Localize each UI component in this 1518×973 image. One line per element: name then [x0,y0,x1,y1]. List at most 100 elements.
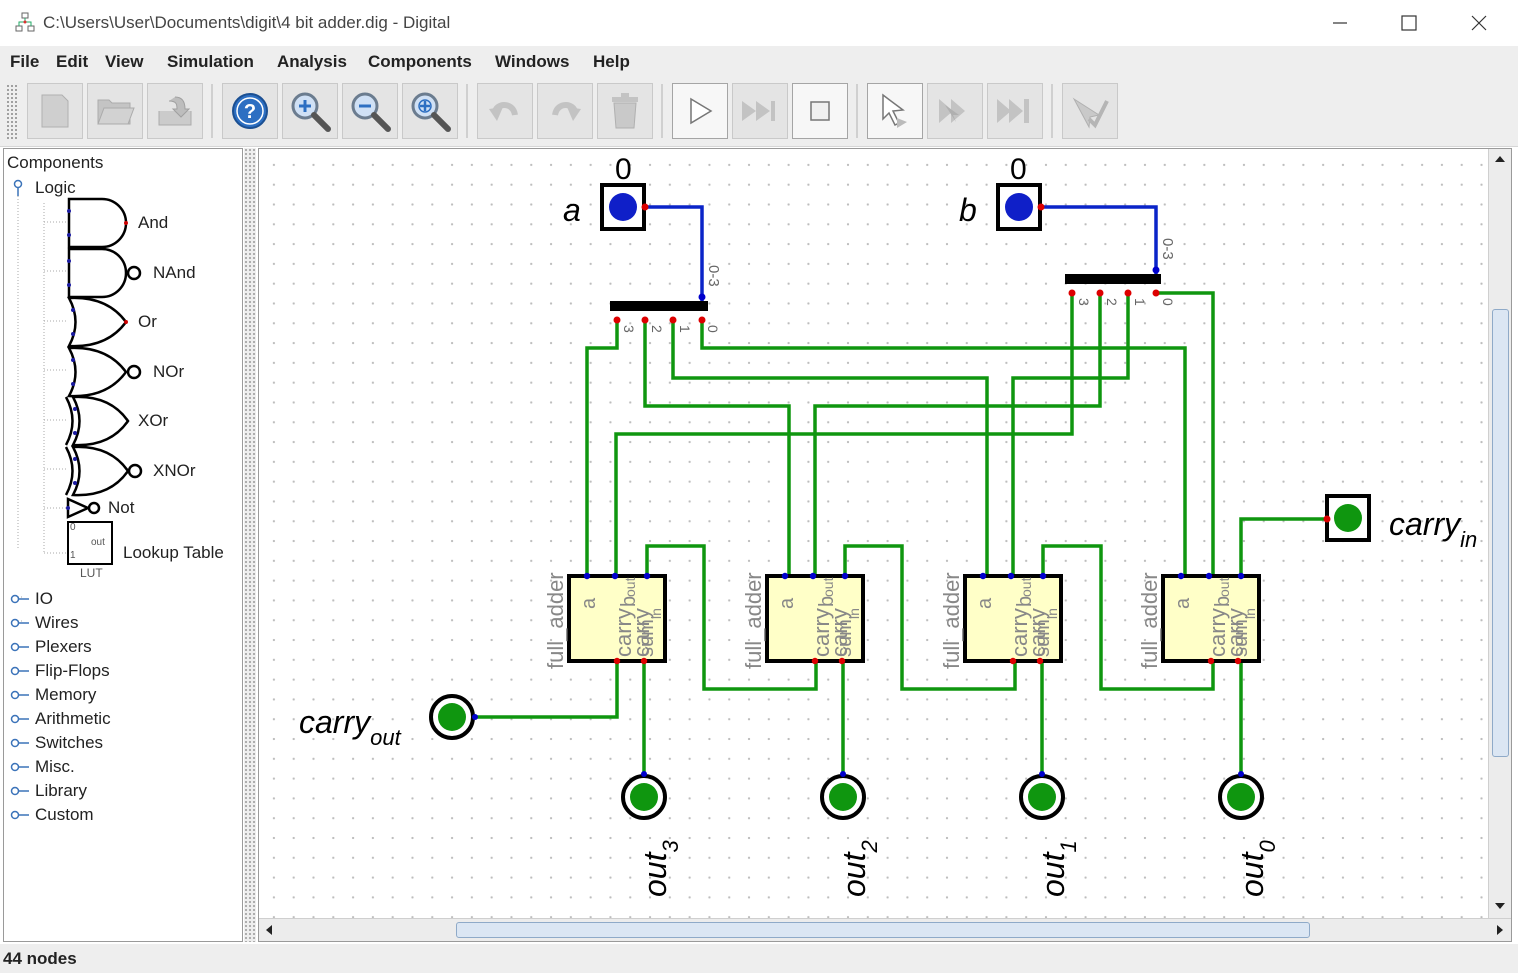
tree-item-category[interactable]: Library [35,781,87,800]
maximize-button[interactable] [1374,0,1444,46]
output-carry-out[interactable] [429,694,478,740]
not-gate-icon[interactable] [64,497,104,519]
stop-simulation-button[interactable] [792,83,848,139]
tree-item-logic[interactable]: Logic [35,178,76,197]
and-gate-icon[interactable] [62,197,142,249]
splitter-b[interactable] [1065,266,1161,297]
collapsed-node-icon[interactable] [10,712,30,726]
toolbar-grip[interactable] [6,84,18,140]
zoom-fit-button[interactable] [402,83,458,139]
tree-item-category[interactable]: Misc. [35,757,75,776]
menu-file[interactable]: File [10,52,40,71]
collapsed-node-icon[interactable] [10,688,30,702]
scroll-up-icon[interactable] [1494,154,1506,164]
analysis-button[interactable] [1062,83,1118,139]
panel-splitter[interactable] [244,148,256,942]
collapsed-node-icon[interactable] [10,760,30,774]
signal-wires[interactable] [454,291,1332,776]
tree-item-category[interactable]: Custom [35,805,94,824]
nand-gate-icon[interactable] [62,247,154,299]
help-button[interactable]: ? [222,83,278,139]
tree-item-nand[interactable]: NAnd [153,263,196,282]
full-adder-body[interactable] [567,574,667,663]
input-carry-in[interactable] [1323,494,1371,542]
collapsed-node-icon[interactable] [10,592,30,606]
tree-item-and[interactable]: And [138,213,169,232]
save-button[interactable] [147,83,203,139]
minimize-button[interactable] [1305,0,1375,46]
xor-gate-icon[interactable] [62,395,142,447]
tree-item-category[interactable]: Memory [35,685,97,704]
collapsed-node-icon[interactable] [10,784,30,798]
play-icon [690,97,713,125]
input-b[interactable] [996,183,1045,231]
nor-gate-icon[interactable] [62,346,154,398]
output-out1[interactable] [1019,771,1065,820]
output-out0[interactable] [1218,771,1264,820]
menu-help[interactable]: Help [593,52,630,71]
tree-item-category[interactable]: IO [35,589,53,608]
tree-root-components[interactable]: Components [7,153,104,172]
new-button[interactable] [27,83,83,139]
full-adder-body[interactable] [963,574,1063,663]
xnor-gate-icon[interactable] [62,445,154,497]
scroll-down-icon[interactable] [1494,901,1506,911]
bus-wire-a[interactable] [643,205,704,301]
collapsed-node-icon[interactable] [10,640,30,654]
tree-item-xor[interactable]: XOr [138,411,169,430]
vertical-scrollbar[interactable] [1488,149,1511,919]
menu-windows[interactable]: Windows [495,52,570,71]
zoom-out-button[interactable] [342,83,398,139]
output-out2[interactable] [820,771,866,820]
scroll-left-icon[interactable] [264,924,274,936]
delete-button[interactable] [597,83,653,139]
tree-item-lookup-table[interactable]: Lookup Table [123,543,224,562]
menu-edit[interactable]: Edit [56,52,89,71]
redo-button[interactable] [537,83,593,139]
full-adder-body[interactable] [1161,574,1261,663]
tree-item-or[interactable]: Or [138,312,157,331]
tree-item-category[interactable]: Switches [35,733,104,752]
output-out3[interactable] [621,771,667,820]
tree-item-category[interactable]: Plexers [35,637,92,656]
lut-icon[interactable]: 0 1 out [67,521,113,565]
tree-item-category[interactable]: Flip-Flops [35,661,110,680]
menu-analysis[interactable]: Analysis [277,52,347,71]
run-to-break-button[interactable] [927,83,983,139]
vertical-scroll-thumb[interactable] [1492,309,1509,757]
tree-item-not[interactable]: Not [108,498,135,517]
close-button[interactable] [1444,0,1514,46]
splitter-a[interactable] [610,293,708,324]
or-gate-icon[interactable] [62,296,142,348]
horizontal-scrollbar[interactable] [259,918,1511,941]
tree-item-category[interactable]: Wires [35,613,79,632]
collapsed-node-icon[interactable] [10,664,30,678]
tree-item-xnor[interactable]: XNOr [153,461,196,480]
scroll-right-icon[interactable] [1495,924,1505,936]
fast-run-button[interactable] [732,83,788,139]
expanded-node-icon[interactable] [10,179,28,197]
full-adder-pin-label: in [648,608,664,619]
collapsed-node-icon[interactable] [10,616,30,630]
open-button[interactable] [87,83,143,139]
collapsed-node-icon[interactable] [10,736,30,750]
run-to-micro-button[interactable] [987,83,1043,139]
tree-item-nor[interactable]: NOr [153,362,185,381]
collapsed-node-icon[interactable] [10,808,30,822]
zoom-in-button[interactable] [282,83,338,139]
single-step-button[interactable] [867,83,923,139]
menu-simulation[interactable]: Simulation [167,52,254,71]
horizontal-scroll-thumb[interactable] [456,922,1310,938]
start-simulation-button[interactable] [672,83,728,139]
bus-wire-b[interactable] [1040,205,1158,274]
tree-item-category[interactable]: Arithmetic [35,709,111,728]
undo-button[interactable] [477,83,533,139]
menu-view[interactable]: View [105,52,144,71]
input-a[interactable] [600,183,649,231]
menu-components[interactable]: Components [368,52,472,71]
